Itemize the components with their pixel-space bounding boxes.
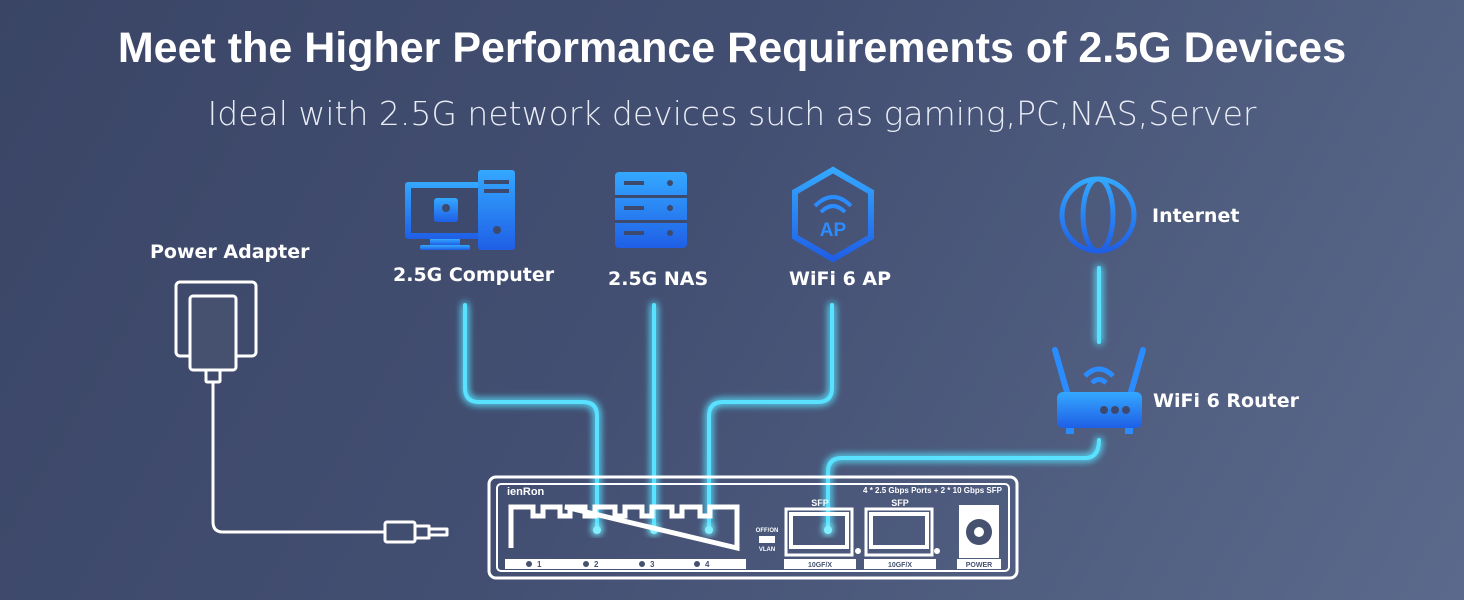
computer-label: 2.5G Computer bbox=[393, 264, 555, 286]
switch-spec: 4 * 2.5 Gbps Ports + 2 * 10 Gbps SFP bbox=[863, 486, 1003, 495]
sfp-label-2: SFP bbox=[891, 498, 909, 508]
switch-brand: ienRon bbox=[507, 486, 545, 498]
line-router-to-sfp bbox=[826, 438, 1101, 530]
page-subtitle: Ideal with 2.5G network devices such as … bbox=[207, 94, 1257, 133]
line-ap-to-port-4 bbox=[707, 303, 834, 530]
connection-dots bbox=[593, 526, 832, 534]
wifi-ap-icon: AP bbox=[792, 166, 874, 263]
network-switch: ienRon 4 * 2.5 Gbps Ports + 2 * 10 Gbps … bbox=[487, 475, 1019, 580]
page-title: Meet the Higher Performance Requirements… bbox=[117, 24, 1347, 72]
power-adapter-label: Power Adapter bbox=[150, 241, 310, 263]
port-label-3: 3 bbox=[650, 560, 655, 569]
nas-icon bbox=[615, 172, 687, 248]
internet-globe-icon bbox=[1059, 176, 1137, 254]
ap-icon-text: AP bbox=[820, 220, 847, 241]
router-label: WiFi 6 Router bbox=[1153, 390, 1299, 412]
port-label-1: 1 bbox=[537, 560, 542, 569]
vlan-toggle[interactable] bbox=[759, 536, 775, 543]
sfp-label-1: SFP bbox=[811, 498, 829, 508]
sfp-port-label-2: 10GF/X bbox=[888, 562, 912, 569]
line-computer-to-port-2 bbox=[463, 303, 599, 530]
computer-icon bbox=[405, 170, 515, 250]
power-adapter-icon bbox=[174, 280, 449, 544]
router-icon bbox=[1052, 347, 1146, 434]
vlan-switch-label-bottom: VLAN bbox=[759, 547, 775, 553]
port-label-4: 4 bbox=[705, 560, 710, 569]
port-label-2: 2 bbox=[594, 560, 599, 569]
power-label: POWER bbox=[966, 562, 992, 569]
rj45-ports bbox=[508, 504, 740, 552]
ap-label: WiFi 6 AP bbox=[789, 268, 892, 290]
vlan-switch-label-top: OFF/ON bbox=[756, 528, 779, 534]
internet-label: Internet bbox=[1152, 205, 1240, 227]
nas-label: 2.5G NAS bbox=[608, 268, 709, 290]
connection-lines bbox=[463, 266, 1101, 530]
sfp-port-label-1: 10GF/X bbox=[808, 562, 832, 569]
